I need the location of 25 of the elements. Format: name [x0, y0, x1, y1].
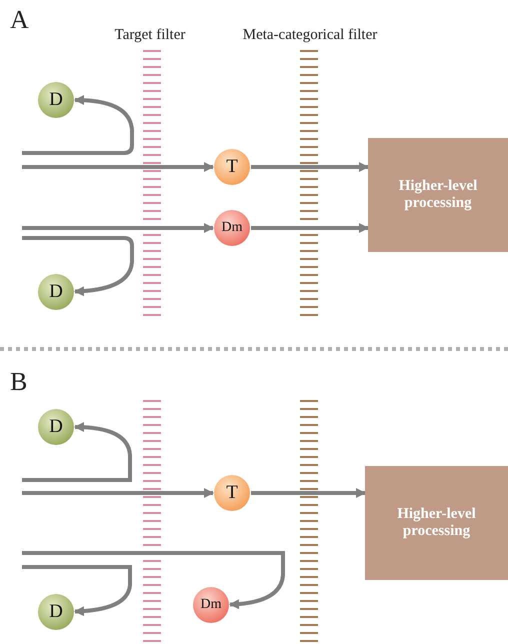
- arrow: [22, 488, 214, 498]
- stimulus-circle: Dm: [193, 587, 229, 623]
- panel-letter: B: [10, 368, 28, 396]
- processing-box: Higher-level processing: [365, 466, 508, 580]
- stimulus-circle: Dm: [214, 210, 250, 246]
- processing-box: Higher-level processing: [368, 138, 508, 252]
- arrow: [22, 236, 134, 296]
- arrow: [22, 565, 132, 616]
- arrow: [251, 223, 369, 233]
- arrow: [251, 488, 366, 498]
- stimulus-circle: T: [214, 149, 250, 185]
- arrow: [22, 95, 134, 155]
- stimulus-circle: T: [214, 475, 250, 511]
- arrow: [251, 162, 369, 172]
- panel-letter: A: [10, 6, 30, 34]
- arrow: [22, 551, 285, 610]
- arrow: [22, 223, 214, 233]
- arrow: [22, 422, 132, 482]
- stimulus-circle: D: [38, 274, 74, 310]
- stimulus-circle: D: [38, 82, 74, 118]
- filter-label: Meta-categorical filter: [242, 28, 378, 44]
- stimulus-circle: D: [38, 409, 74, 445]
- stimulus-circle: D: [38, 594, 74, 630]
- arrow: [22, 162, 214, 172]
- filter-label: Target filter: [114, 28, 186, 44]
